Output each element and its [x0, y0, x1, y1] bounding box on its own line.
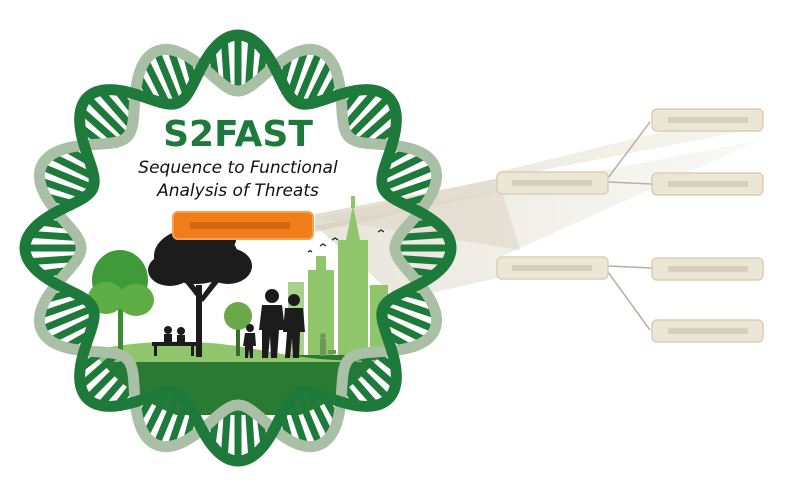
dna-rung — [389, 296, 438, 319]
dna-rung — [294, 391, 323, 447]
dna-rung — [84, 356, 130, 402]
dna-rung — [346, 94, 392, 140]
node-1b-placeholder-bar — [668, 181, 748, 187]
node-2a[interactable] — [651, 257, 764, 281]
dna-rung — [38, 177, 87, 200]
dna-rung — [245, 408, 256, 458]
dna-rung — [153, 391, 182, 447]
dna-rung — [28, 255, 78, 266]
dna-rung — [39, 304, 95, 333]
node-2[interactable] — [496, 256, 609, 280]
node-1-placeholder-bar — [512, 180, 592, 186]
dna-rung — [97, 366, 135, 408]
dna-rung — [78, 351, 120, 389]
node-2-placeholder-bar — [512, 265, 592, 271]
node-2b-placeholder-bar — [668, 328, 748, 334]
node-1a[interactable] — [651, 108, 764, 132]
dna-rung — [84, 94, 130, 140]
birds — [307, 229, 385, 253]
logo-text: S2FAST Sequence to Functional Analysis o… — [138, 114, 338, 201]
dna-rung — [153, 49, 182, 105]
dog-walker — [320, 333, 336, 356]
dna-rung — [380, 315, 428, 344]
dna-rung — [28, 230, 78, 241]
dna-rung — [346, 356, 392, 402]
dark-tree — [148, 226, 252, 357]
dna-rung — [78, 107, 120, 145]
node-2b[interactable] — [651, 319, 764, 343]
dna-rung — [398, 230, 448, 241]
small-tree — [224, 302, 252, 356]
logo-subtitle-line2: Analysis of Threats — [156, 181, 319, 201]
dna-rung — [167, 48, 190, 97]
dna-rung — [38, 296, 87, 319]
dna-rung — [398, 255, 448, 266]
green-tree-left — [88, 250, 154, 358]
dna-rung — [286, 399, 309, 448]
dna-rung — [48, 315, 96, 344]
orange-selected-node[interactable] — [172, 211, 314, 240]
dna-rung — [220, 408, 231, 458]
dna-rung — [245, 38, 256, 88]
dna-rung — [305, 58, 334, 106]
node-2a-placeholder-bar — [668, 266, 748, 272]
bench-people — [152, 326, 196, 356]
node-1a-placeholder-bar — [668, 117, 748, 123]
dna-rung — [97, 88, 135, 130]
dna-rung — [39, 163, 95, 192]
dna-rung — [167, 399, 190, 448]
node-1b[interactable] — [651, 172, 764, 196]
dna-rung — [286, 48, 309, 97]
logo-subtitle-line1: Sequence to Functional — [138, 158, 338, 178]
dna-rung — [389, 177, 438, 200]
dna-rung — [142, 58, 171, 106]
dna-rung — [356, 107, 398, 145]
node-1[interactable] — [496, 171, 609, 195]
dna-rung — [381, 163, 437, 192]
dna-rung — [220, 38, 231, 88]
dna-rung — [380, 152, 428, 181]
family-silhouette — [243, 289, 305, 358]
dna-ring — [19, 29, 457, 467]
dna-rung — [356, 351, 398, 389]
dna-rung — [48, 152, 96, 181]
logo-title: S2FAST — [163, 114, 313, 155]
dna-rung — [341, 366, 379, 408]
dna-rung — [305, 390, 334, 438]
orange-node-placeholder-bar — [190, 222, 290, 229]
dna-rung — [142, 390, 171, 438]
dna-rung — [381, 304, 437, 333]
dna-rung — [294, 49, 323, 105]
dna-rung — [341, 88, 379, 130]
tree-connectors — [607, 121, 653, 331]
